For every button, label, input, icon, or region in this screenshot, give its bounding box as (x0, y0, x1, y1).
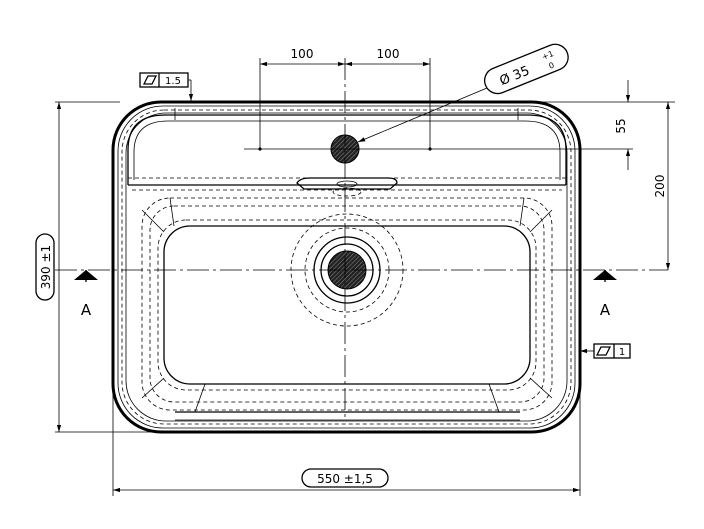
overall-width-label: 550 ±1,5 (317, 472, 373, 486)
hole-tolerance-plus: +1 (541, 49, 555, 62)
tap-ledge (127, 108, 567, 191)
hole-spacing-right-label: 100 (377, 47, 400, 61)
overall-width-dimension: 550 ±1,5 (112, 380, 581, 496)
flatness-icon (595, 346, 612, 356)
hole-spacing-left-label: 100 (291, 47, 314, 61)
flatness-right-value: 1 (619, 347, 625, 358)
section-left-label: A (81, 301, 92, 319)
section-marker-right: A (593, 270, 617, 319)
flatness-top-value: 1.5 (165, 76, 181, 87)
section-marker-left: A (74, 270, 98, 319)
section-right-label: A (600, 301, 611, 319)
flatness-tolerance-right: 1 (580, 343, 631, 359)
overall-height-dimension: 390 ±1 (35, 101, 160, 433)
depth-to-center-label: 200 (653, 175, 667, 198)
right-dimensions: 55 200 (540, 80, 675, 270)
hole-tolerance-minus: 0 (548, 61, 556, 71)
flatness-icon (142, 75, 158, 85)
center-lines (55, 58, 668, 420)
overflow-slot (296, 177, 398, 197)
hole-diameter-label: Ø 35 (498, 64, 532, 89)
inner-bowl (141, 197, 553, 433)
overall-height-label: 390 ±1 (39, 245, 53, 289)
flatness-tolerance-top: 1.5 (139, 72, 194, 101)
depth-small-label: 55 (614, 118, 628, 133)
hole-spacing-dimension: 100 100 (259, 47, 431, 150)
